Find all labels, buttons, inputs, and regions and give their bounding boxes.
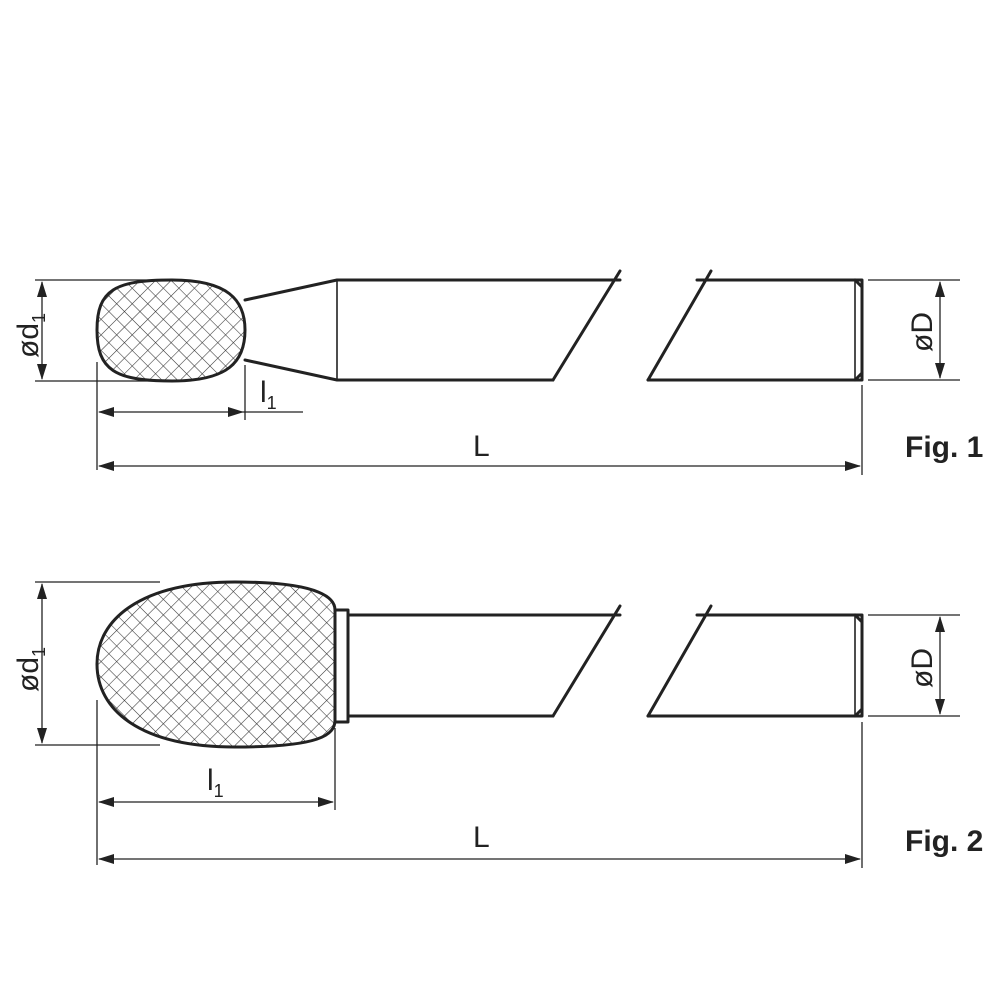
figure-caption-2: Fig. 2 [905,825,983,858]
burr-head-fig1 [95,278,247,383]
shank-fig2 [333,604,864,724]
shank-diameter-dimension-fig2: øD [868,614,960,717]
svg-text:l1: l1 [207,764,224,801]
burr-head-fig2 [95,580,337,749]
svg-text:l1: l1 [260,376,277,413]
shank-diameter-label-fig2: øD [906,648,939,688]
svg-text:ød1: ød1 [12,313,49,358]
head-diameter-dimension-fig1: ød1 [12,279,160,382]
svg-text:ød1: ød1 [12,647,49,692]
shank-fig1 [243,269,864,382]
total-length-label-fig2: L [473,821,490,854]
head-diameter-subscript-fig1: 1 [29,313,49,323]
figure-2: ød1 l1 L øD Fig. 2 [12,580,983,868]
head-length-subscript-fig1: 1 [267,393,277,413]
figure-caption-1: Fig. 1 [905,431,983,464]
head-diameter-label-fig2: ød [12,657,45,692]
head-diameter-label-fig1: ød [12,323,45,358]
shank-diameter-label-fig1: øD [906,312,939,352]
figure-1: ød1 l1 L øD [12,269,983,475]
head-diameter-subscript-fig2: 1 [29,647,49,657]
total-length-label-fig1: L [473,430,490,463]
head-length-dimension-fig2: l1 [96,700,336,865]
head-length-subscript-fig2: 1 [214,781,224,801]
head-length-dimension-fig1: l1 [96,362,303,470]
total-length-dimension-fig1: L [98,385,863,475]
shank-diameter-dimension-fig1: øD [868,279,960,381]
head-length-label-fig2: l [207,764,214,797]
total-length-dimension-fig2: L [98,722,863,868]
head-length-label-fig1: l [260,376,267,409]
